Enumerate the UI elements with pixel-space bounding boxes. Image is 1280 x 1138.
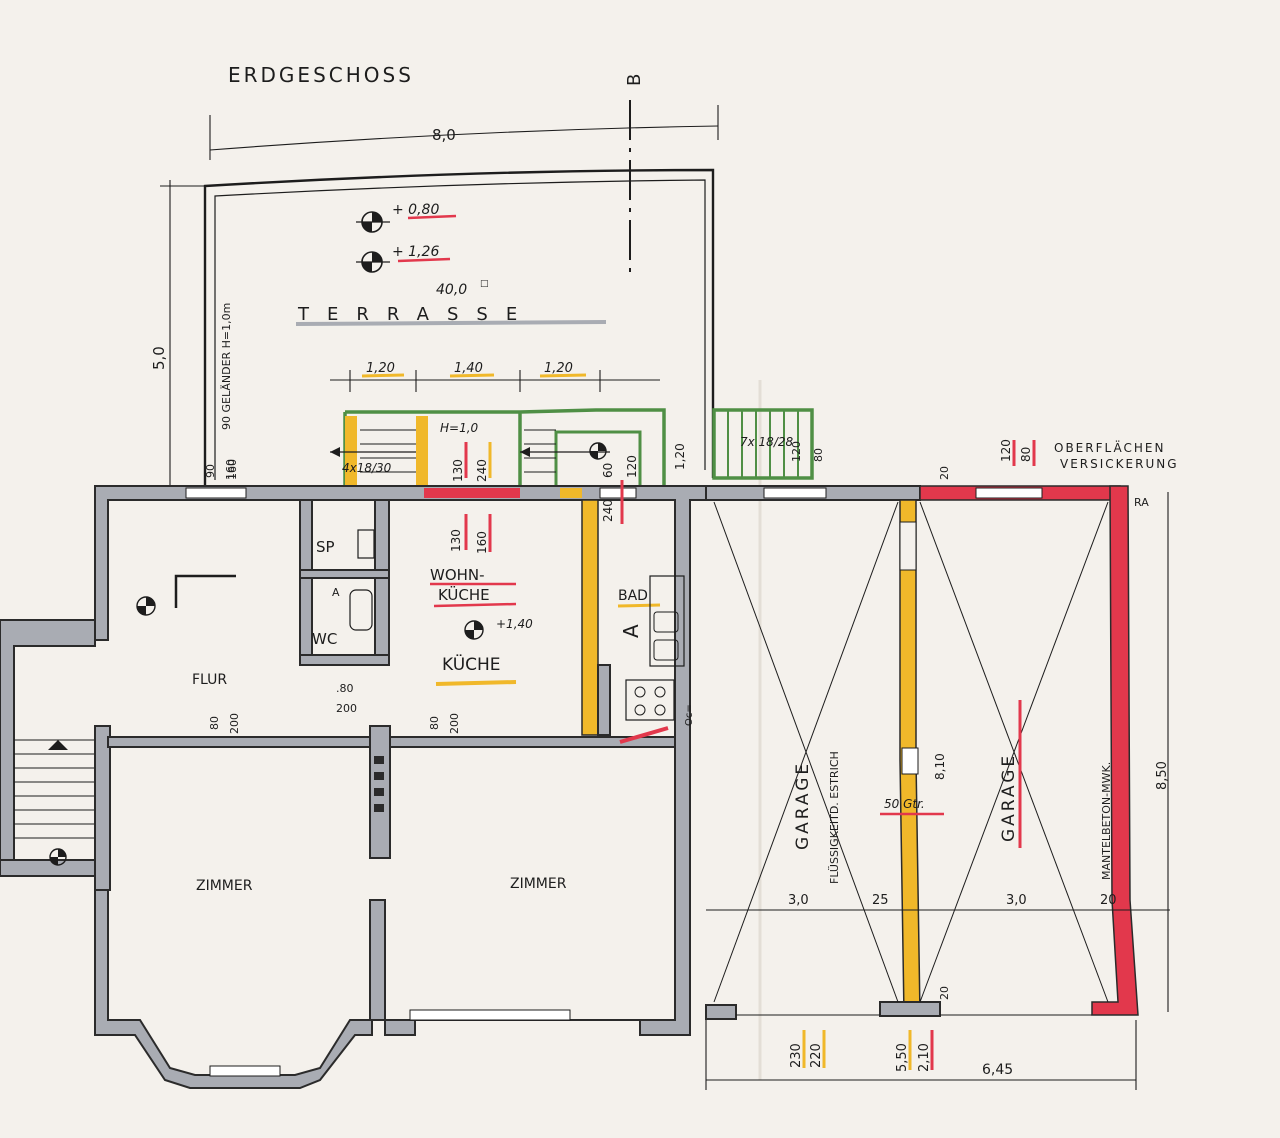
dim-door-c-w: .80 <box>336 682 354 695</box>
room-zimmer-left: ZIMMER <box>196 878 253 894</box>
room-sp: SP <box>316 538 335 556</box>
stair-steps-left: 4x18/30 <box>342 461 392 475</box>
terrace-area-unit: □ <box>480 279 489 289</box>
garage-w-25: 25 <box>872 893 889 908</box>
garage-h-810: 8,10 <box>933 753 947 780</box>
stair-mark-120: 120 <box>790 441 803 462</box>
garage-ra: RA <box>1134 496 1149 509</box>
dim-60: 60 <box>601 463 615 478</box>
terrace-width: 8,0 <box>432 126 456 144</box>
dim-door-a-w: 80 <box>208 716 221 730</box>
room-zimmer-right: ZIMMER <box>510 876 567 892</box>
level-marker-icon <box>136 596 156 616</box>
garage-label-1: GARAGE <box>793 761 813 850</box>
dim-120b: 1,20 <box>673 443 687 470</box>
garage-80: 80 <box>1019 447 1033 462</box>
house-dims: 90 160 130 240 240 60 120 1,20 130 160 8… <box>204 442 687 734</box>
house-walls <box>0 485 707 1089</box>
oc-label: Oc= <box>684 704 695 726</box>
garage-h-850: 8,50 <box>1155 761 1170 790</box>
garage-w-30b: 3,0 <box>1006 893 1027 908</box>
stair-steps-right: 7x 18/28 <box>740 435 793 449</box>
room-wc: WC <box>312 630 337 648</box>
dim-120: 120 <box>625 455 639 478</box>
dim-210: 2,10 <box>917 1043 932 1072</box>
dim-130-top: 130 <box>451 459 465 482</box>
stair-seg-2: 1,40 <box>454 361 483 376</box>
stair-arrow-icon <box>330 447 416 457</box>
windows <box>185 487 637 1077</box>
garage-50: 50 Gtr. <box>884 797 925 811</box>
room-bad: BAD <box>618 588 648 604</box>
railing-note: 90 GELÄNDER H=1,0m <box>220 303 233 430</box>
stair-arrow-icon <box>48 740 68 750</box>
garage-label-2: GARAGE <box>999 753 1019 842</box>
dim-240-top: 240 <box>475 459 489 482</box>
garage-w-20c: 20 <box>938 986 951 1000</box>
stair-seg-1: 1,20 <box>366 361 395 376</box>
room-flur: FLUR <box>192 672 227 688</box>
garage-20: 20 <box>938 466 951 480</box>
terrace-label: TERRASSE <box>297 304 535 325</box>
terrace-level-1: + 0,80 <box>392 202 439 218</box>
terrace-area: 40,0 <box>436 282 467 298</box>
terrace-level-2: + 1,26 <box>392 244 439 260</box>
dim-door-a-h: 200 <box>228 713 241 734</box>
section-mark: B <box>624 74 645 86</box>
garage-floor-note: FLÜSSIGKEITD. ESTRICH <box>828 751 841 884</box>
rooms: FLUR SP A WC WOHN- KÜCHE +1,40 KÜCHE BAD… <box>136 529 695 894</box>
level-marker-icon <box>356 251 390 273</box>
dim-90: 90 <box>204 464 217 478</box>
dim-240: 240 <box>601 499 615 522</box>
terrace: 8,0 5,0 90 GELÄNDER H=1,0m 160 + 0,80 + … <box>150 105 719 486</box>
railing-size: 160 <box>226 459 239 480</box>
plan-title: ERDGESCHOSS <box>228 63 414 87</box>
garage-w-30a: 3,0 <box>788 893 809 908</box>
stair-railing-h: H=1,0 <box>440 421 479 435</box>
room-kueche: KÜCHE <box>442 653 501 675</box>
level-marker-icon <box>464 620 484 640</box>
garage-w-20: 20 <box>1100 893 1117 908</box>
stove-icon <box>625 679 675 721</box>
garage-w-645: 6,45 <box>982 1062 1013 1078</box>
garage-note-2: VERSICKERUNG <box>1060 457 1179 471</box>
terrace-stairs: 1,20 1,40 1,20 4x18/30 H=1,0 <box>330 361 825 486</box>
dim-220: 220 <box>809 1043 824 1068</box>
kitchen-level: +1,40 <box>496 617 533 631</box>
section-line-b: B <box>624 74 645 280</box>
room-wohnkueche-1: WOHN- <box>430 566 485 584</box>
dim-230: 230 <box>789 1043 804 1068</box>
dim-door-c-h: 200 <box>336 702 357 715</box>
garage-120: 120 <box>999 439 1013 462</box>
dim-door-b-w: 80 <box>428 716 441 730</box>
room-wohnkueche-2: KÜCHE <box>438 585 490 604</box>
dim-550: 5,50 <box>895 1043 910 1072</box>
terrace-depth: 5,0 <box>150 346 168 370</box>
dim-160b: 160 <box>475 531 489 554</box>
sink-icon <box>649 575 685 667</box>
bad-mark: A <box>619 624 643 638</box>
garage-note-1: OBERFLÄCHEN <box>1054 440 1165 455</box>
entry-stairs <box>14 739 94 866</box>
level-marker-icon <box>589 442 607 460</box>
stair-mark-80: 80 <box>812 448 825 462</box>
garage-wall-note: MANTELBETON-MWK. <box>1100 762 1113 880</box>
garages: GARAGE FLÜSSIGKEITD. ESTRICH GARAGE MANT… <box>705 439 1179 1090</box>
dim-160: 160 <box>224 459 237 480</box>
room-wc-a: A <box>332 586 340 599</box>
level-marker-icon <box>356 211 390 233</box>
dim-door-b-h: 200 <box>448 713 461 734</box>
stair-seg-3: 1,20 <box>544 361 573 376</box>
dim-130: 130 <box>449 529 463 552</box>
level-marker-icon <box>49 848 67 866</box>
